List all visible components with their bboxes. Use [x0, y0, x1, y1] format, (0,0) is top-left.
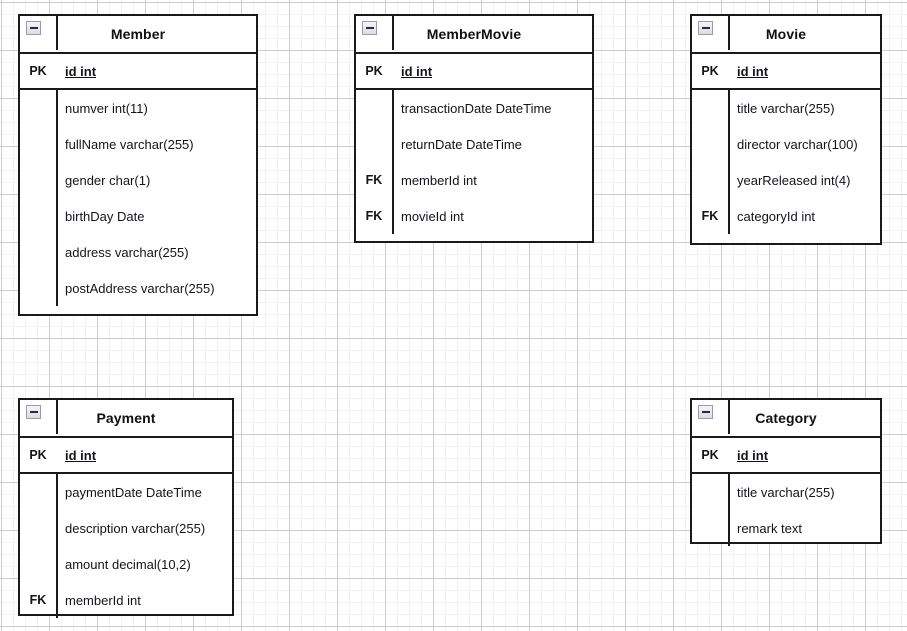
- attribute-name: director varchar(100): [737, 136, 858, 152]
- attribute-name: returnDate DateTime: [401, 136, 522, 152]
- attribute-name: id int: [65, 447, 97, 463]
- attribute-name: movieId int: [401, 208, 464, 224]
- key-marker: FK: [365, 208, 383, 223]
- primary-key-row[interactable]: PK id int: [692, 16, 880, 90]
- key-marker: PK: [29, 447, 47, 462]
- entity-name: Member: [110, 26, 166, 42]
- collapse-minus-icon[interactable]: [362, 21, 377, 35]
- collapse-minus-icon[interactable]: [698, 21, 713, 35]
- entity-title-bar: Payment: [20, 400, 232, 438]
- collapse-minus-icon[interactable]: [26, 21, 41, 35]
- entity-attributes: title varchar(255) director varchar(100) y…: [692, 90, 880, 234]
- key-marker: PK: [701, 447, 719, 462]
- key-column-divider: [728, 400, 730, 434]
- attribute-row[interactable]: FK memberId int: [20, 582, 232, 618]
- attribute-name: id int: [401, 63, 433, 79]
- attribute-name: gender char(1): [65, 172, 151, 188]
- primary-key-row[interactable]: PK id int: [356, 16, 592, 90]
- attribute-name: postAddress varchar(255): [65, 280, 215, 296]
- minus-glyph: [701, 27, 710, 29]
- attribute-name: memberId int: [401, 172, 477, 188]
- key-column-divider: [56, 400, 58, 434]
- key-column-divider: [56, 474, 58, 618]
- attribute-row[interactable]: yearReleased int(4): [692, 162, 880, 198]
- attribute-row[interactable]: numver int(11): [20, 90, 256, 126]
- attribute-row[interactable]: remark text: [692, 510, 880, 546]
- entity-attributes: paymentDate DateTime description varchar(…: [20, 474, 232, 618]
- collapse-minus-icon[interactable]: [698, 405, 713, 419]
- attribute-row[interactable]: title varchar(255): [692, 474, 880, 510]
- attribute-name: amount decimal(10,2): [65, 556, 191, 572]
- attribute-row[interactable]: fullName varchar(255): [20, 126, 256, 162]
- key-column-divider: [56, 90, 58, 306]
- attribute-row[interactable]: birthDay Date: [20, 198, 256, 234]
- attribute-row[interactable]: title varchar(255): [692, 90, 880, 126]
- attribute-name: address varchar(255): [65, 244, 189, 260]
- entity-attributes: transactionDate DateTime returnDate DateT…: [356, 90, 592, 234]
- entity-name: MemberMovie: [426, 26, 522, 42]
- entity-attributes: numver int(11) fullName varchar(255) gende…: [20, 90, 256, 306]
- key-column-divider: [392, 16, 394, 50]
- entity-title-bar: MemberMovie: [356, 16, 592, 54]
- attribute-name: transactionDate DateTime: [401, 100, 552, 116]
- minus-glyph: [29, 411, 38, 413]
- key-marker: FK: [365, 172, 383, 187]
- entity-title-bar: Movie: [692, 16, 880, 54]
- key-column-divider: [56, 16, 58, 50]
- attribute-row[interactable]: amount decimal(10,2): [20, 546, 232, 582]
- attribute-name: title varchar(255): [737, 100, 835, 116]
- key-marker: PK: [701, 63, 719, 78]
- collapse-minus-icon[interactable]: [26, 405, 41, 419]
- attribute-row[interactable]: paymentDate DateTime: [20, 474, 232, 510]
- entity-name: Movie: [765, 26, 807, 42]
- attribute-row[interactable]: returnDate DateTime: [356, 126, 592, 162]
- key-marker: FK: [701, 208, 719, 223]
- attribute-name: id int: [737, 447, 769, 463]
- attribute-name: numver int(11): [65, 100, 148, 116]
- key-marker: PK: [29, 63, 47, 78]
- entity-title-bar: Member: [20, 16, 256, 54]
- attribute-row[interactable]: director varchar(100): [692, 126, 880, 162]
- minus-glyph: [29, 27, 38, 29]
- entity-attributes: title varchar(255) remark text: [692, 474, 880, 546]
- entity-title-bar: Category: [692, 400, 880, 438]
- attribute-name: id int: [737, 63, 769, 79]
- attribute-name: title varchar(255): [737, 484, 835, 500]
- attribute-row[interactable]: FK memberId int: [356, 162, 592, 198]
- attribute-name: description varchar(255): [65, 520, 206, 536]
- attribute-row[interactable]: description varchar(255): [20, 510, 232, 546]
- key-column-divider: [728, 90, 730, 234]
- key-column-divider: [728, 474, 730, 546]
- attribute-row[interactable]: transactionDate DateTime: [356, 90, 592, 126]
- minus-glyph: [365, 27, 374, 29]
- attribute-row[interactable]: address varchar(255): [20, 234, 256, 270]
- attribute-name: remark text: [737, 520, 803, 536]
- key-marker: FK: [29, 592, 47, 607]
- key-marker: PK: [365, 63, 383, 78]
- attribute-row[interactable]: postAddress varchar(255): [20, 270, 256, 306]
- attribute-name: id int: [65, 63, 97, 79]
- minus-glyph: [701, 411, 710, 413]
- primary-key-row[interactable]: PK id int: [692, 400, 880, 474]
- attribute-row[interactable]: gender char(1): [20, 162, 256, 198]
- attribute-name: paymentDate DateTime: [65, 484, 202, 500]
- attribute-row[interactable]: FK movieId int: [356, 198, 592, 234]
- attribute-row[interactable]: FK categoryId int: [692, 198, 880, 234]
- entity-name: Category: [755, 410, 817, 426]
- attribute-name: categoryId int: [737, 208, 816, 224]
- key-column-divider: [728, 16, 730, 50]
- attribute-name: memberId int: [65, 592, 141, 608]
- attribute-name: yearReleased int(4): [737, 172, 851, 188]
- entity-name: Payment: [96, 410, 156, 426]
- primary-key-row[interactable]: PK id int: [20, 16, 256, 90]
- primary-key-row[interactable]: PK id int: [20, 400, 232, 474]
- attribute-name: fullName varchar(255): [65, 136, 194, 152]
- attribute-name: birthDay Date: [65, 208, 145, 224]
- key-column-divider: [392, 90, 394, 234]
